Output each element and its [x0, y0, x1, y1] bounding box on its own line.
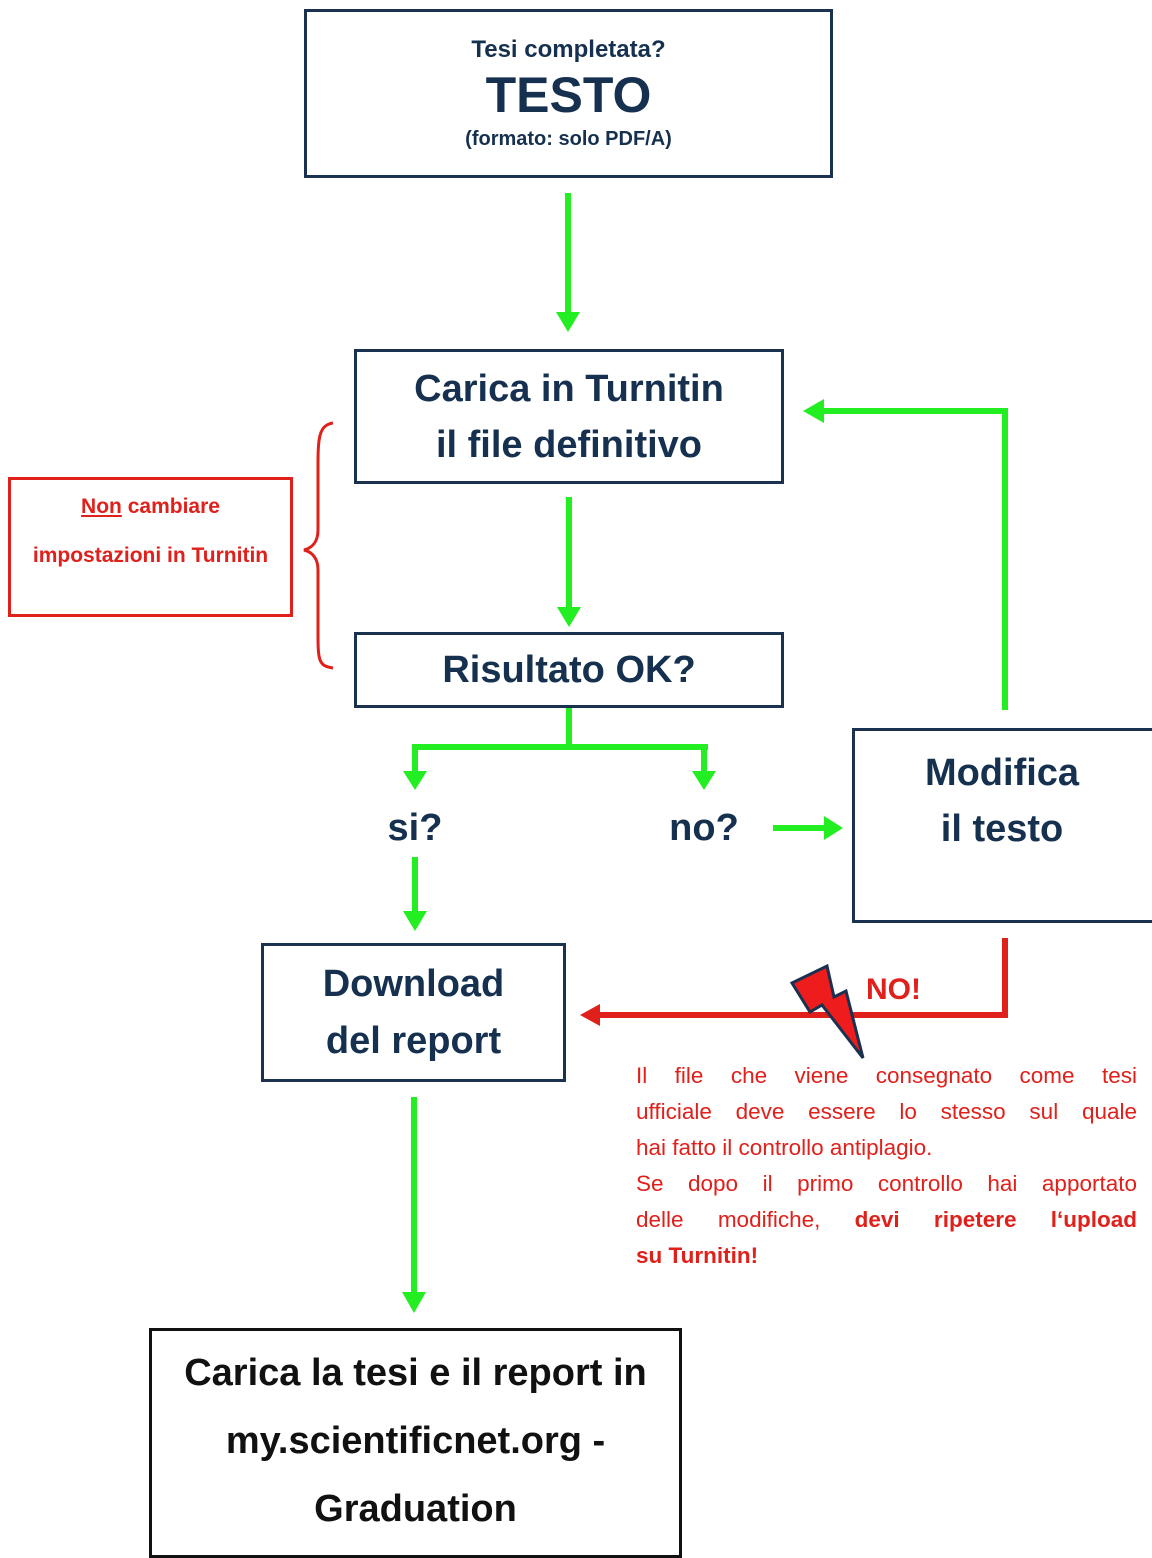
arrow-upload-to-result [557, 497, 581, 627]
modify-line1: Modifica [924, 752, 1080, 794]
branch-yes-label: si? [387, 807, 443, 849]
modify-line2: il testo [940, 808, 1064, 850]
final-line2: my.scientificnet.org - [225, 1420, 606, 1462]
result-box: Risultato OK? [354, 632, 784, 708]
start-question: Tesi completata? [471, 35, 666, 63]
download-line1: Download [322, 962, 505, 1005]
side-note-line2: impostazioni in Turnitin [32, 544, 269, 567]
warning-line5-bold: devi ripetere l‘upload [854, 1207, 1137, 1232]
arrow-download-to-final [402, 1097, 426, 1313]
lightning-bolt-icon [789, 963, 865, 1059]
branch-no-label: no? [669, 807, 739, 849]
upload-box: Carica in Turnitin il file definitivo [354, 349, 784, 484]
arrow-no-to-modify [773, 816, 843, 840]
arrow-modify-to-upload [803, 399, 1008, 710]
forbidden-label: NO! [866, 973, 921, 1006]
warning-line2: ufficiale deve essere lo stesso sul qual… [636, 1099, 1137, 1124]
side-note-rest: cambiare [121, 495, 220, 518]
download-box: Download del report [261, 943, 566, 1082]
start-box: Tesi completata? TESTO (formato: solo PD… [304, 9, 833, 178]
arrow-testo-to-upload [556, 193, 580, 332]
warning-line4: Se dopo il primo controllo hai apportato [636, 1171, 1137, 1196]
arrow-yes-to-download [403, 857, 427, 931]
side-note-box: Non cambiare impostazioni in Turnitin [8, 477, 293, 617]
arrow-result-split [403, 708, 716, 790]
final-line3: Graduation [314, 1488, 517, 1530]
warning-line6-bold: su Turnitin! [636, 1243, 759, 1268]
final-line1: Carica la tesi e il report in [184, 1352, 647, 1394]
warning-line5-plain: delle modifiche, [636, 1207, 855, 1232]
start-title: TESTO [485, 66, 652, 123]
upload-line2: il file definitivo [435, 423, 703, 466]
warning-line3: hai fatto il controllo antiplagio. [636, 1135, 933, 1160]
warning-line1: Il file che viene consegnato come tesi [636, 1063, 1137, 1088]
start-format-note: (formato: solo PDF/A) [465, 127, 672, 150]
modify-box: Modifica il testo [852, 728, 1152, 923]
arrow-modify-to-download-forbidden [580, 938, 1008, 1026]
curly-brace [303, 421, 334, 670]
final-box: Carica la tesi e il report in my.scienti… [149, 1328, 682, 1558]
upload-line1: Carica in Turnitin [414, 367, 724, 410]
side-note-underlined: Non [81, 495, 122, 518]
download-line2: del report [325, 1019, 502, 1062]
result-label: Risultato OK? [442, 649, 696, 691]
warning-text: Il file che viene consegnato come tesi u… [636, 1058, 1137, 1274]
